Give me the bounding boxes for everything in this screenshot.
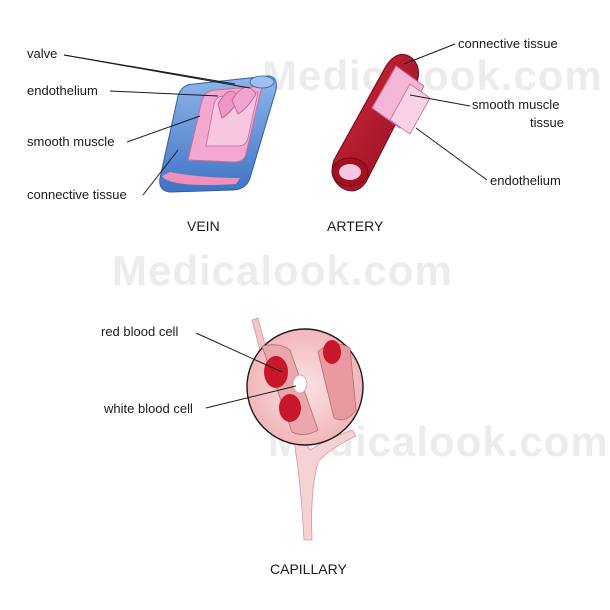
artery-caption: ARTERY [327, 218, 384, 234]
artery-leader-lines [403, 43, 488, 181]
vein-label-smooth-muscle: smooth muscle [27, 134, 115, 149]
vein-valve-flap-2 [231, 86, 257, 115]
red-blood-cell-leader [195, 332, 283, 373]
artery-endothelium-leader [415, 127, 488, 181]
artery-connective-tissue-leader [403, 43, 456, 65]
artery-label-endothelium: endothelium [490, 173, 561, 188]
vein-bottom-fold [162, 172, 240, 185]
vein-leader-lines [63, 54, 251, 196]
capillary-caption: CAPILLARY [270, 561, 347, 577]
capillary-leader-lines [195, 332, 297, 409]
vein-label-endothelium: endothelium [27, 83, 98, 98]
vein-top-opening [249, 75, 275, 89]
artery-smooth-muscle-leader [409, 94, 471, 107]
capillary-illustration [246, 317, 364, 541]
capillary-label-red-blood-cell: red blood cell [101, 324, 179, 339]
vein-label-valve: valve [27, 46, 58, 61]
vein-valve-leader-2 [63, 54, 251, 89]
watermark-top: Medicalook.com [262, 52, 603, 99]
artery-lumen [339, 164, 361, 180]
artery-label-smooth-muscle-line1: smooth muscle [472, 97, 560, 112]
vein-connective-tissue-leader [142, 149, 179, 196]
red-blood-cell-1 [264, 356, 288, 388]
vein-illustration [159, 75, 277, 193]
artery-illustration [331, 53, 431, 192]
vein-caption: VEIN [187, 218, 220, 234]
artery-label-connective-tissue: connective tissue [458, 36, 558, 51]
red-blood-cell-2 [279, 394, 301, 422]
vein-endothelium-leader [109, 90, 219, 97]
vein-smooth-muscle-leader [126, 115, 201, 143]
watermark-middle: Medicalook.com [112, 247, 453, 294]
red-blood-cell-3 [323, 340, 341, 364]
capillary-label-white-blood-cell: white blood cell [104, 401, 193, 416]
white-blood-cell-leader [205, 385, 297, 409]
white-blood-cell [292, 374, 308, 394]
artery-label-smooth-muscle-line2: tissue [530, 115, 564, 130]
capillary-lower-trunk [291, 429, 357, 541]
artery-smooth-muscle-layer [371, 65, 425, 129]
vein-label-connective-tissue: connective tissue [27, 187, 127, 202]
